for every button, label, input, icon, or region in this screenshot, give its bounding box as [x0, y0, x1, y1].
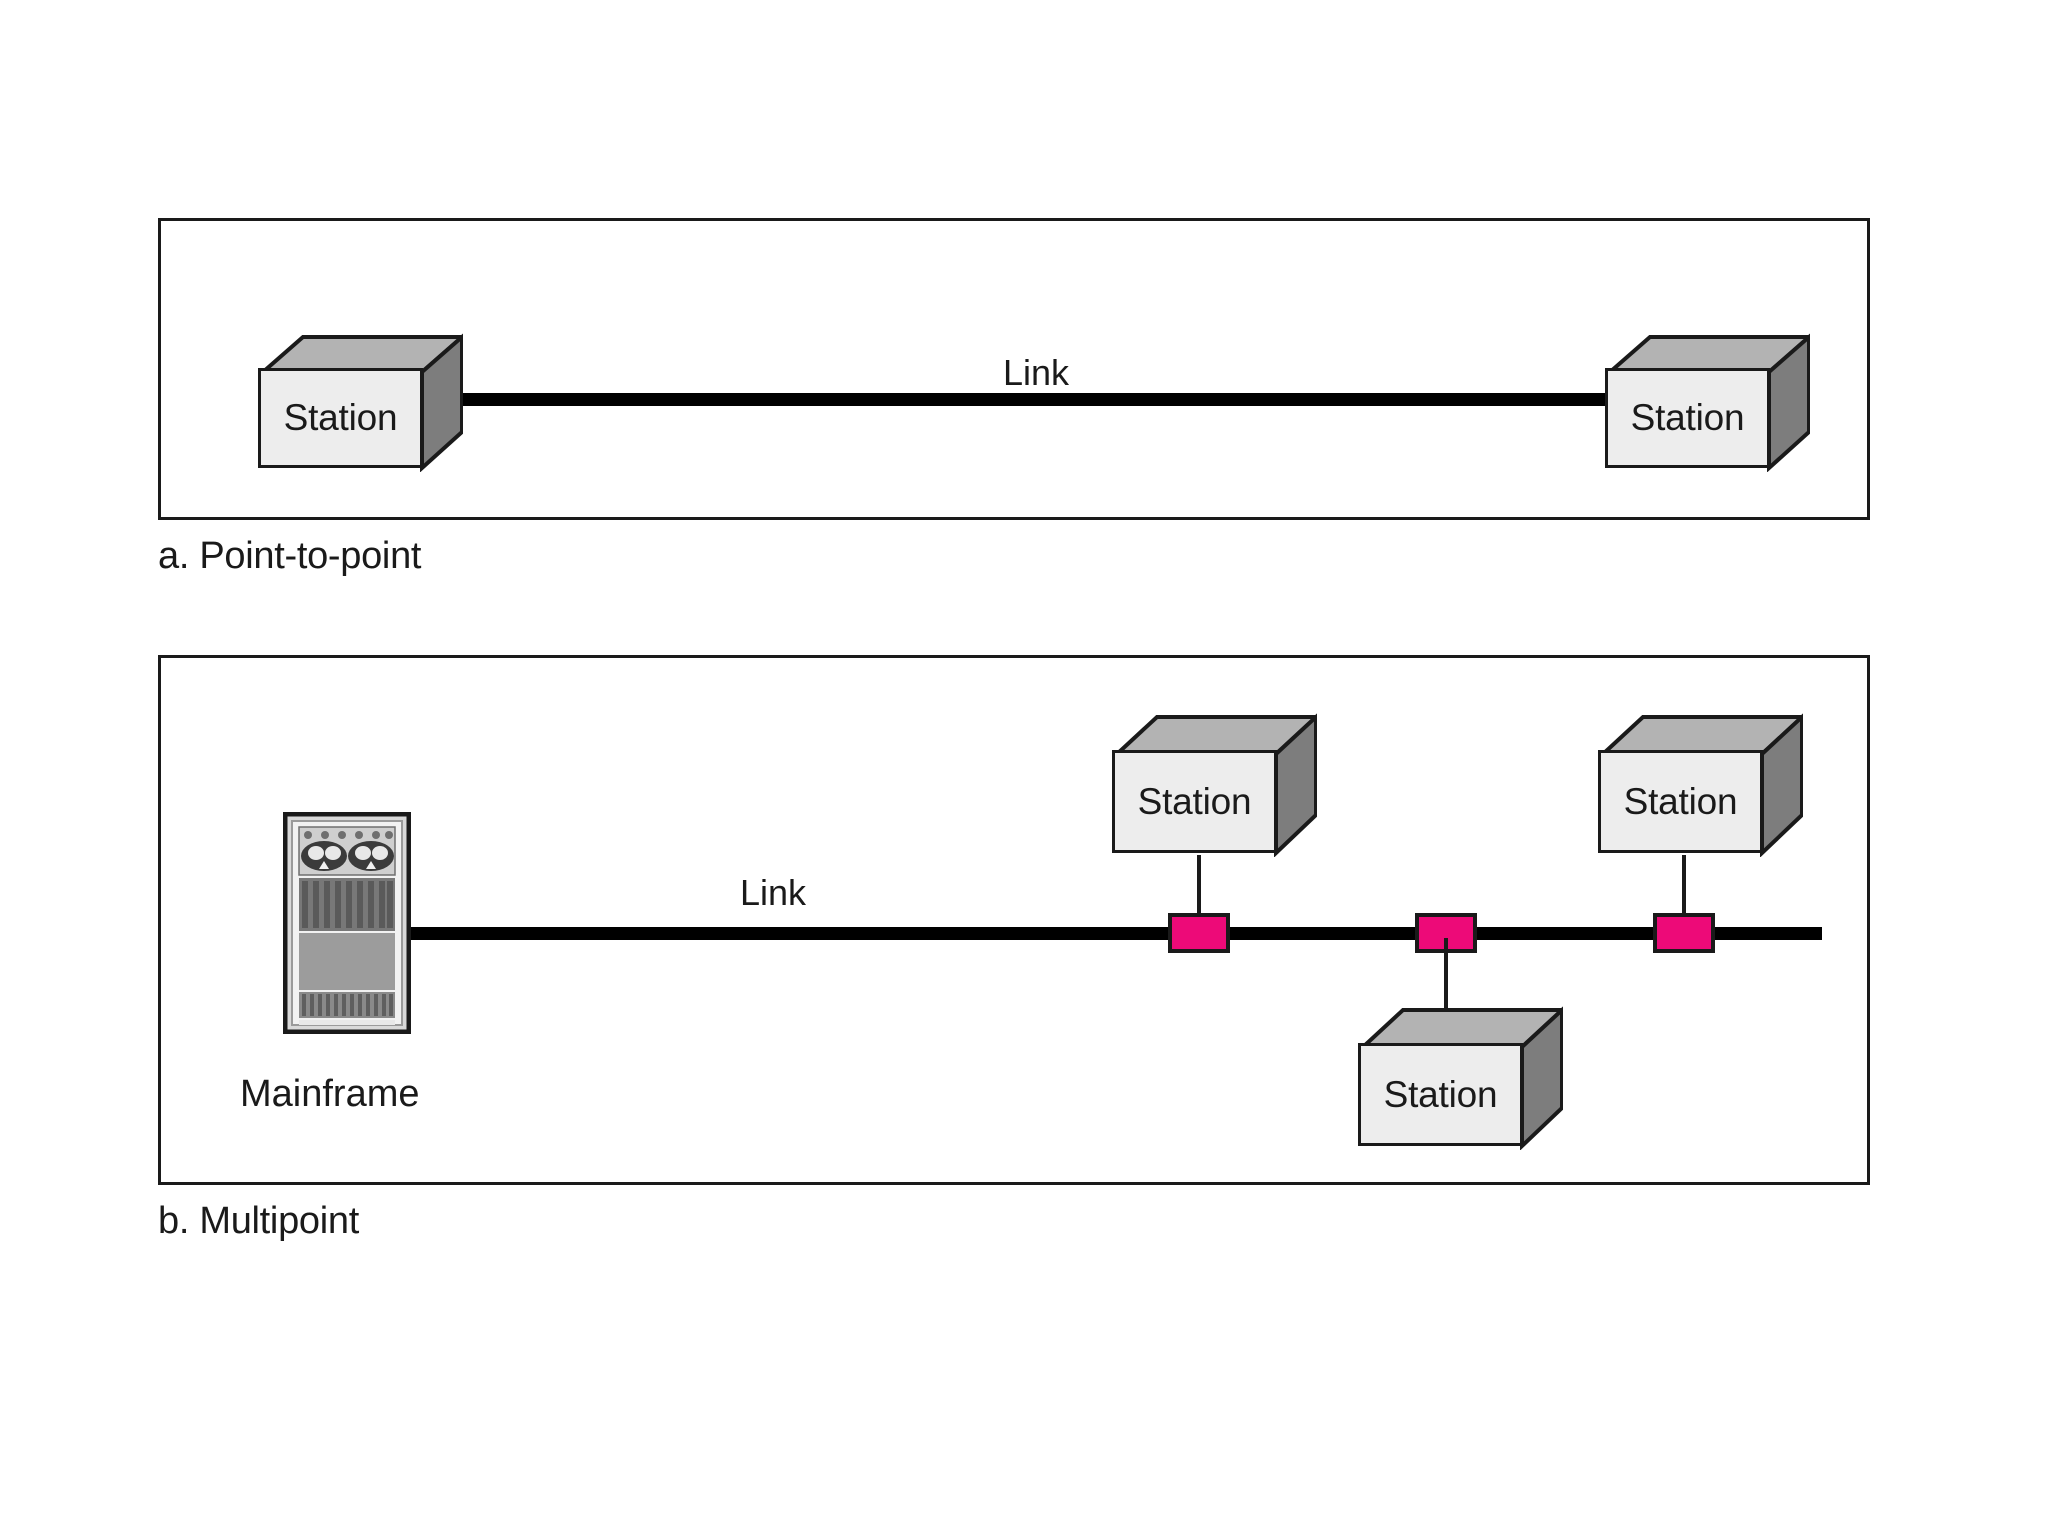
bus-line-multipoint — [410, 927, 1822, 940]
station-front-face: Station — [1112, 750, 1277, 853]
station-front-face: Station — [258, 368, 423, 468]
link-label-multipoint: Link — [740, 872, 807, 913]
bus-tap-1[interactable] — [1168, 913, 1230, 953]
station-front-face: Station — [1605, 368, 1770, 468]
station-3d-shell-icon — [258, 333, 463, 472]
station-label: Station — [1137, 780, 1252, 822]
station-label: Station — [283, 397, 398, 438]
station-front-face: Station — [1358, 1043, 1523, 1146]
station-3d-shell-icon — [1358, 1006, 1563, 1150]
link-line-point-to-point — [448, 393, 1608, 406]
station-above-left-multipoint[interactable]: Station — [1112, 712, 1317, 857]
station-right-point-to-point[interactable]: Station — [1605, 332, 1810, 472]
station-below-center-multipoint[interactable]: Station — [1358, 1005, 1563, 1150]
caption-point-to-point: a. Point-to-point — [158, 535, 422, 577]
station-label: Station — [1630, 397, 1745, 438]
mainframe-icon[interactable] — [283, 812, 411, 1034]
mainframe-label: Mainframe — [240, 1073, 420, 1115]
panel-multipoint-frame — [158, 655, 1870, 1185]
caption-multipoint: b. Multipoint — [158, 1200, 359, 1242]
station-above-right-multipoint[interactable]: Station — [1598, 712, 1803, 857]
station-label: Station — [1623, 780, 1738, 822]
drop-line-station-above-right — [1682, 855, 1686, 917]
station-3d-shell-icon — [1605, 333, 1810, 472]
drop-line-station-above-left — [1197, 855, 1201, 917]
station-front-face: Station — [1598, 750, 1763, 853]
bus-tap-3[interactable] — [1653, 913, 1715, 953]
station-label: Station — [1383, 1073, 1498, 1115]
station-left-point-to-point[interactable]: Station — [258, 332, 463, 472]
link-label-point-to-point: Link — [1003, 352, 1070, 393]
drop-line-station-below-center — [1444, 938, 1448, 1010]
